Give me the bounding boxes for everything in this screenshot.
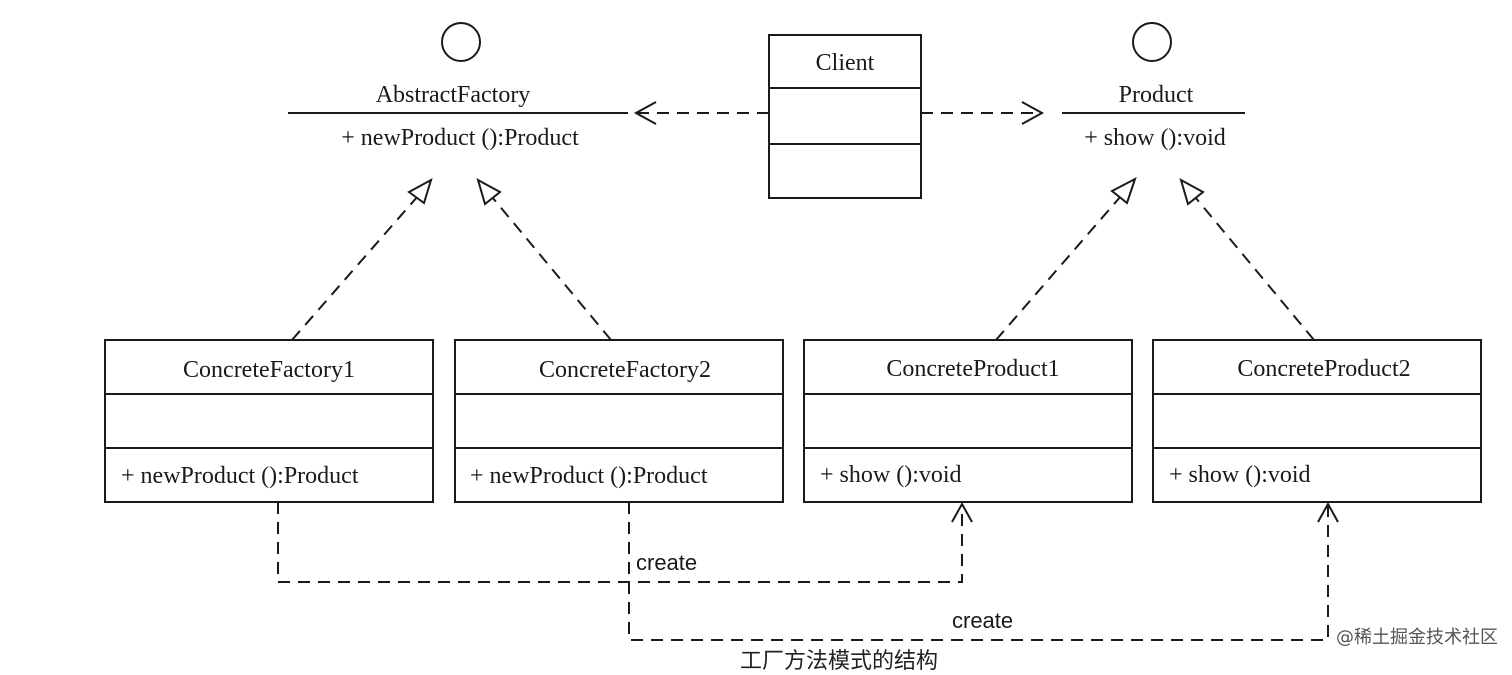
class-box xyxy=(1152,339,1482,503)
concrete-factory-1-class[interactable]: ConcreteFactory1 + newProduct ():Product xyxy=(104,339,434,503)
hollow-triangle-arrow-icon xyxy=(476,177,502,206)
product-1-realization xyxy=(995,176,1137,341)
client-to-product-dependency xyxy=(921,101,1045,125)
class-method: + show ():void xyxy=(820,462,962,488)
abstract-factory-interface[interactable]: AbstractFactory + newProduct ():Product xyxy=(288,22,628,151)
client-name: Client xyxy=(816,50,875,76)
class-box xyxy=(454,339,784,503)
client-box xyxy=(768,34,922,199)
class-name: ConcreteFactory1 xyxy=(183,357,355,383)
factory-1-realization xyxy=(291,177,433,341)
hollow-triangle-arrow-icon xyxy=(407,177,433,205)
abstract-factory-method: + newProduct ():Product xyxy=(341,125,579,151)
create-label-1: create xyxy=(636,550,697,575)
hollow-triangle-arrow-icon xyxy=(1110,176,1137,205)
create-label-2: create xyxy=(952,608,1013,633)
product-2-realization xyxy=(1179,177,1315,341)
open-arrow-head-icon xyxy=(633,101,657,125)
class-method: + newProduct ():Product xyxy=(470,463,708,489)
class-name: ConcreteFactory2 xyxy=(539,357,711,383)
product-method: + show ():void xyxy=(1084,125,1226,151)
watermark-text: @稀土掘金技术社区 xyxy=(1336,627,1498,648)
factory-2-realization xyxy=(476,177,612,341)
interface-lollipop-icon xyxy=(1132,22,1172,62)
class-box xyxy=(803,339,1133,503)
concrete-factory-2-class[interactable]: ConcreteFactory2 + newProduct ():Product xyxy=(454,339,784,503)
open-arrow-head-icon xyxy=(1317,501,1339,523)
class-box xyxy=(104,339,434,503)
class-method: + show ():void xyxy=(1169,462,1311,488)
concrete-product-2-class[interactable]: ConcreteProduct2 + show ():void xyxy=(1152,339,1482,503)
abstract-factory-name: AbstractFactory xyxy=(376,82,531,108)
concrete-product-1-class[interactable]: ConcreteProduct1 + show ():void xyxy=(803,339,1133,503)
class-method: + newProduct ():Product xyxy=(121,463,359,489)
interface-lollipop-icon xyxy=(441,22,481,62)
hollow-triangle-arrow-icon xyxy=(1179,177,1205,206)
class-name: ConcreteProduct2 xyxy=(1237,356,1410,382)
open-arrow-head-icon xyxy=(1021,101,1045,125)
class-name: ConcreteProduct1 xyxy=(886,356,1059,382)
client-to-abstract-factory-dependency xyxy=(633,101,769,125)
diagram-caption: 工厂方法模式的结构 xyxy=(740,649,939,674)
create-dependency-2: create xyxy=(628,501,1339,641)
product-interface[interactable]: Product + show ():void xyxy=(1062,22,1245,151)
product-name: Product xyxy=(1119,82,1194,108)
client-class[interactable]: Client xyxy=(768,34,922,199)
open-arrow-head-icon xyxy=(951,501,973,523)
create-dependency-1: create xyxy=(277,501,973,583)
